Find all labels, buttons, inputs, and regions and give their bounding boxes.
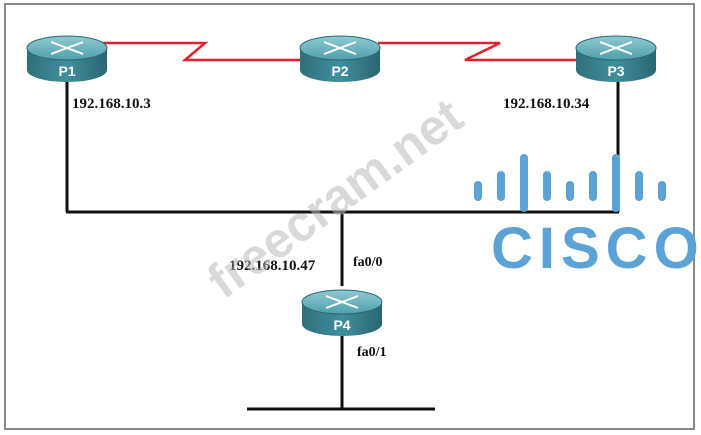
interface-label-fa0-0: fa0/0 [353, 255, 383, 270]
router-icon [299, 35, 381, 82]
watermark: freecram.net [197, 87, 473, 309]
serial-link-p2-p3 [378, 41, 578, 62]
address-label-p1: 192.168.10.3 [72, 96, 151, 112]
router-icon [301, 289, 383, 336]
interface-label-fa0-1: fa0/1 [357, 345, 387, 360]
router-p2-label: P2 [331, 63, 348, 79]
router-icon [26, 35, 108, 82]
cisco-logo: CISCO [474, 154, 701, 281]
router-p1-label: P1 [58, 63, 75, 79]
address-label-p4: 192.168.10.47 [229, 258, 316, 274]
diagram-frame [4, 3, 695, 430]
router-p2: P2 [299, 35, 381, 82]
address-label-p3: 192.168.10.34 [503, 96, 590, 112]
router-p3: P3 [575, 35, 657, 82]
router-p4-label: P4 [333, 317, 350, 333]
router-icon [575, 35, 657, 82]
router-p4: P4 [301, 289, 383, 336]
serial-link-p1-p2 [100, 41, 300, 62]
router-p1: P1 [26, 35, 108, 82]
cisco-logo-text: CISCO [491, 216, 701, 281]
router-p3-label: P3 [607, 63, 624, 79]
cisco-logo-bars-icon [474, 154, 666, 212]
